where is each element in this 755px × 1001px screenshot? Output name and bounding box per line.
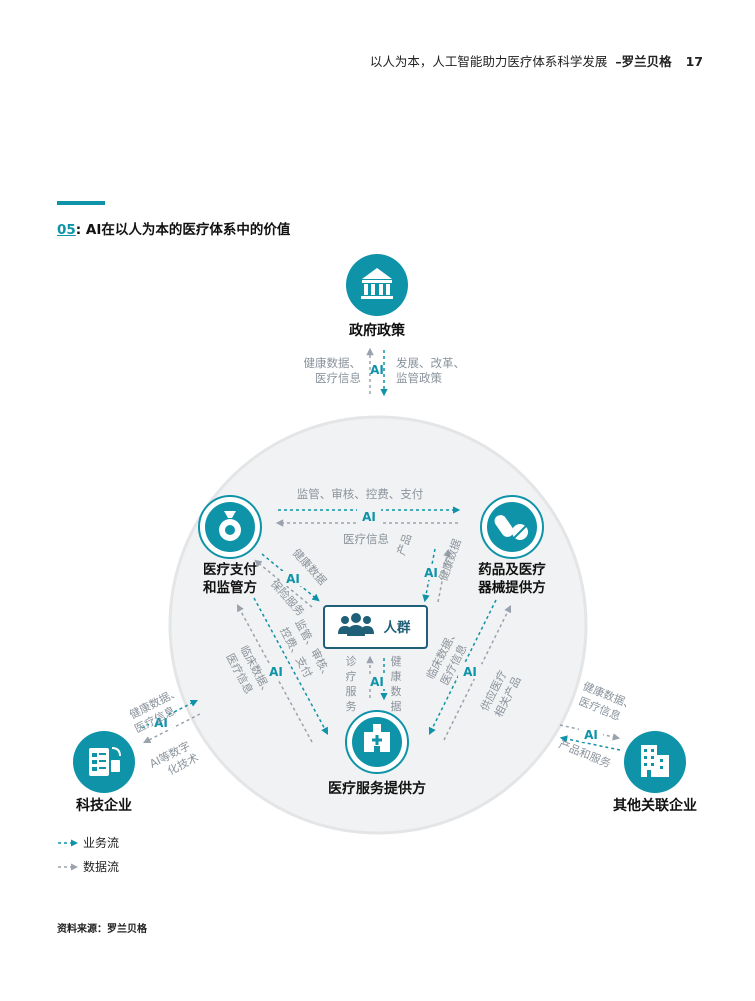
people-provider-right-char-4: 据	[391, 699, 402, 713]
ai-label-payer-people: AI	[286, 572, 300, 586]
people-provider-left-char-1: 诊	[346, 654, 357, 668]
node-government: 政府政策	[346, 254, 408, 339]
gov-right-label-2: 监管政策	[396, 371, 442, 385]
gov-left-label-2: 医疗信息	[315, 371, 361, 385]
legend-data-arrow-icon	[58, 863, 78, 870]
header-title: 以人为本，人工智能助力医疗体系科学发展	[369, 54, 608, 69]
people-provider-left-char-4: 务	[346, 700, 357, 713]
page-header: 以人为本，人工智能助力医疗体系科学发展 –罗兰贝格 17	[370, 51, 703, 70]
node-payer-label-1: 医疗支付	[203, 561, 257, 578]
node-provider: 医疗服务提供方	[328, 710, 426, 797]
node-other: 其他关联企业	[613, 731, 697, 814]
node-tech-label: 科技企业	[76, 797, 132, 814]
people-provider-left-char-3: 服	[346, 685, 357, 698]
other-business-arrow	[559, 735, 621, 751]
ai-label-gov: AI	[370, 363, 384, 377]
ai-label-people-provider: AI	[370, 675, 384, 689]
legend-business: 业务流	[57, 834, 119, 851]
payer-pharma-bottom-label: 医疗信息	[343, 532, 389, 546]
node-pharma-label-1: 药品及医疗	[478, 561, 546, 578]
government-building-icon	[361, 268, 393, 299]
ai-label-pharma-people: AI	[424, 566, 438, 580]
ai-label-other: AI	[584, 728, 598, 742]
ai-label-pharma-provider: AI	[463, 665, 477, 679]
legend-business-arrow-icon	[58, 839, 78, 846]
figure-title-text: : AI在以人为本的医疗体系中的价值	[75, 222, 291, 238]
node-government-label: 政府政策	[349, 322, 406, 339]
node-other-label: 其他关联企业	[613, 797, 697, 814]
node-payer: 医疗支付 和监管方	[198, 495, 262, 596]
hospital-icon	[364, 724, 390, 752]
pill-capsule-icon	[494, 515, 528, 540]
people-provider-right-char-1: 健	[391, 655, 402, 668]
legend-data: 数据流	[57, 858, 119, 875]
node-pharma: 药品及医疗 器械提供方	[477, 495, 546, 596]
node-people: 人群	[323, 605, 428, 649]
gov-right-label-1: 发展、改革、	[396, 356, 465, 370]
node-payer-label-2: 和监管方	[203, 579, 257, 596]
gov-left-label-1: 健康数据、	[304, 356, 362, 370]
payer-pharma-top-label: 监管、审核、控费、支付	[297, 487, 424, 501]
office-building-icon	[641, 745, 669, 777]
page-number: 17	[685, 54, 703, 69]
title-accent-rule	[57, 201, 105, 205]
tech-business-arrow	[141, 699, 199, 729]
node-pharma-label-2: 器械提供方	[477, 579, 546, 596]
payer-provider-business-arrow	[253, 597, 329, 735]
legend-data-label: 数据流	[83, 860, 120, 874]
node-provider-label: 医疗服务提供方	[328, 780, 426, 797]
other-data-arrow	[559, 724, 621, 741]
people-provider-right-char-3: 数	[391, 685, 402, 698]
node-people-label: 人群	[384, 619, 411, 636]
ai-label-tech: AI	[154, 716, 168, 730]
people-provider-right-char-2: 康	[391, 669, 402, 683]
header-brand: –罗兰贝格	[615, 54, 672, 69]
people-provider-left-char-2: 疗	[346, 669, 357, 683]
legend-business-label: 业务流	[83, 836, 120, 850]
people-group-icon	[338, 613, 374, 636]
tech-device-icon	[89, 747, 121, 776]
figure-number: 05	[57, 222, 76, 238]
source-note: 资料来源：罗兰贝格	[57, 924, 147, 935]
payer-provider-data-arrow	[236, 604, 313, 743]
figure-title: 05: AI在以人为本的医疗体系中的价值	[57, 218, 290, 238]
ai-label-payer-pharma: AI	[362, 510, 376, 524]
node-tech: 科技企业	[73, 731, 135, 814]
ai-label-payer-provider: AI	[269, 665, 283, 679]
